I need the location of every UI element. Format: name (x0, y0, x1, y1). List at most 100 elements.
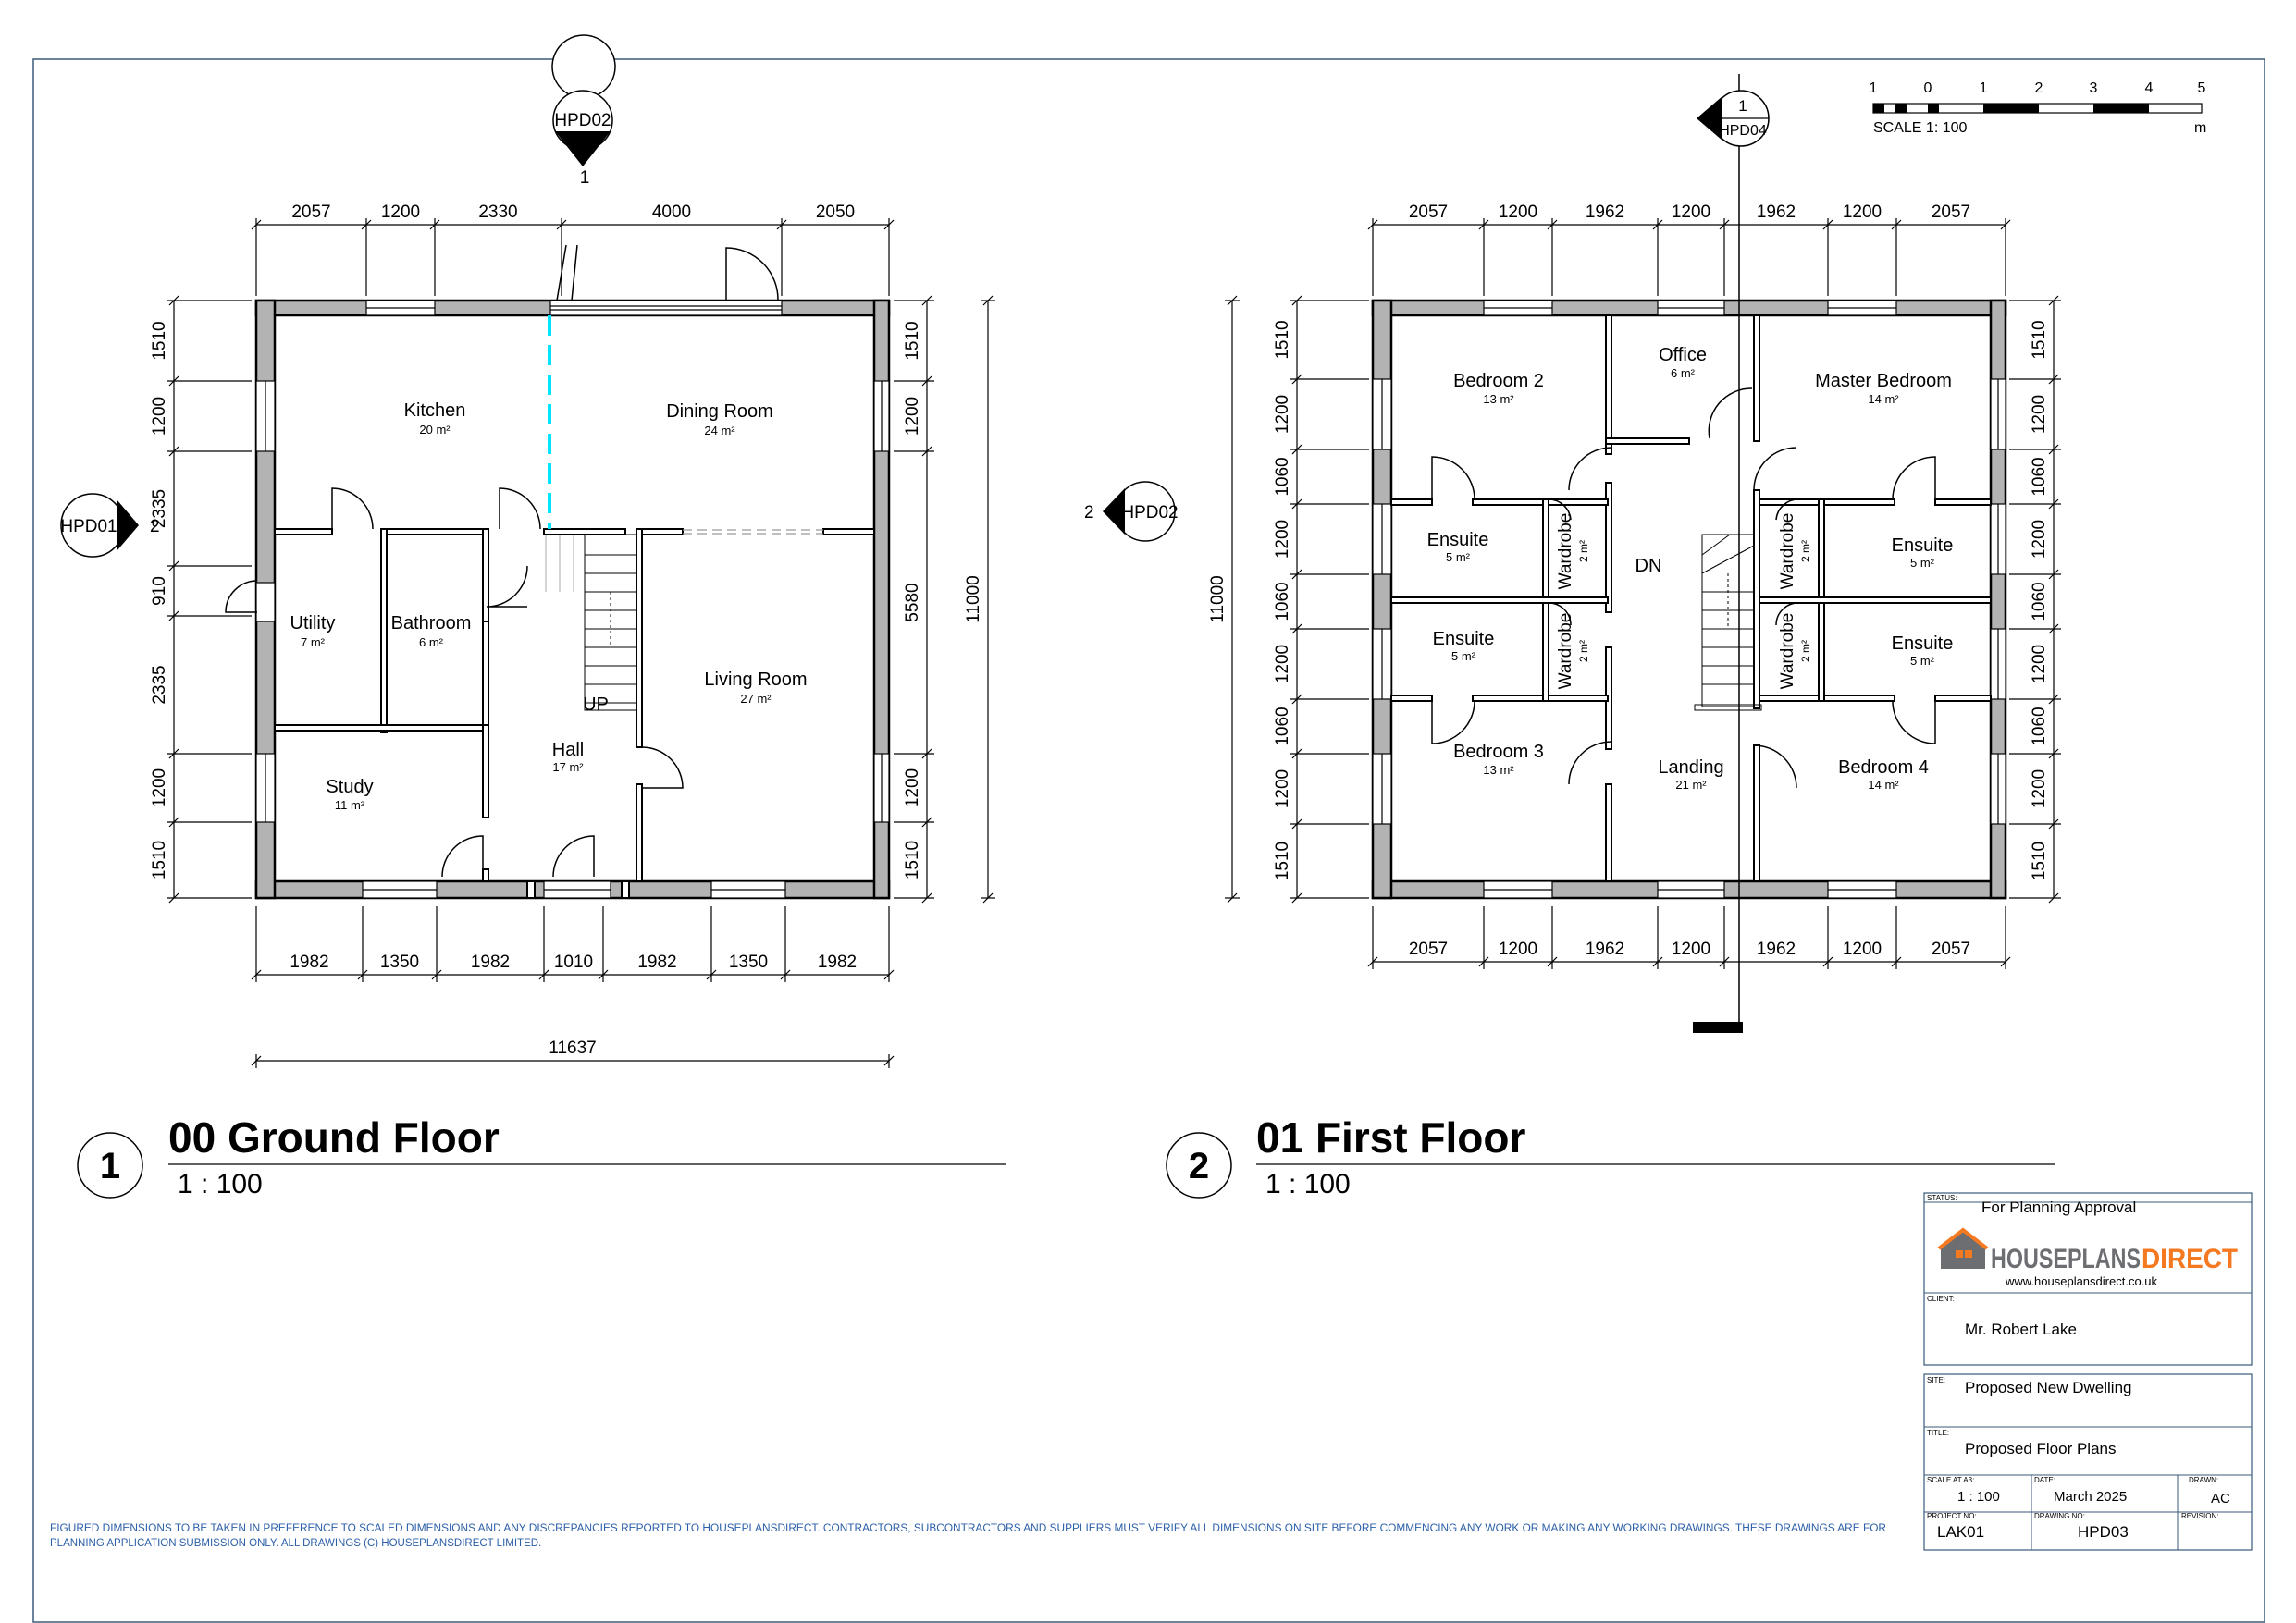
section-marker-ground-top: HPD02 1 (551, 34, 616, 188)
dim-right: 1200 (903, 397, 922, 436)
section-num: 1 (580, 168, 590, 188)
room-area: 14 m² (1868, 392, 1899, 406)
scale-label: SCALE AT A3: (1927, 1476, 1974, 1484)
ground-title: 00 Ground Floor (168, 1113, 500, 1162)
drawing-titles: 1 00 Ground Floor 1 : 100 2 01 First Flo… (77, 1113, 2055, 1199)
living-opening (683, 529, 823, 535)
project-label: PROJECT NO: (1927, 1512, 1977, 1520)
project: LAK01 (1937, 1523, 1984, 1541)
scale-tick: 2 (2035, 80, 2043, 96)
dim-right: 1060 (2030, 457, 2049, 496)
scale-tick: 1 (1980, 80, 1988, 96)
dim-right: 1060 (2030, 582, 2049, 621)
drawing-number: HPD03 (2078, 1523, 2129, 1541)
dim-bottom: 1350 (729, 953, 768, 972)
room-name: Bedroom 3 (1453, 742, 1544, 762)
room-name: Master Bedroom (1815, 371, 1952, 391)
dim-bottom: 2057 (1409, 940, 1448, 959)
room-name: Ensuite (1427, 530, 1489, 550)
wardrobe-name: Wardrobe (1556, 613, 1575, 690)
website: www.houseplansdirect.co.uk (2005, 1274, 2158, 1288)
client-label: CLIENT: (1927, 1295, 1955, 1303)
room-area: 20 m² (419, 423, 451, 436)
dim-bottom: 1200 (1843, 940, 1882, 959)
dim-bottom: 1200 (1672, 940, 1710, 959)
ground-windows (255, 300, 890, 899)
ground-scale: 1 : 100 (178, 1169, 263, 1199)
first-doors (1431, 387, 1936, 789)
dim-top: 2050 (816, 203, 855, 222)
dim-right: 1510 (2030, 842, 2049, 880)
logo-text-b: DIRECT (2142, 1244, 2238, 1274)
room-area: 6 m² (419, 635, 444, 649)
section-code: HPD02 (554, 111, 611, 130)
site-label: SITE: (1927, 1376, 1945, 1384)
dim-left: 1060 (1273, 582, 1292, 621)
room-area: 5 m² (1910, 556, 1935, 570)
client: Mr. Robert Lake (1965, 1321, 2077, 1338)
dim-left: 1200 (150, 768, 169, 807)
scale-tick: 4 (2145, 80, 2154, 96)
dim-bottom: 2057 (1932, 940, 1970, 959)
disclaimer-line-2: PLANNING APPLICATION SUBMISSION ONLY. AL… (50, 1538, 541, 1549)
room-area: 27 m² (740, 692, 772, 706)
section-marker-first-left: HPD02 2 (1084, 481, 1179, 542)
dim-left: 2335 (150, 665, 169, 704)
wardrobe-name: Wardrobe (1556, 513, 1575, 590)
dim-bottom: 1982 (290, 953, 328, 972)
dim-left: 1200 (1273, 520, 1292, 559)
dim-left: 1200 (150, 397, 169, 436)
drawn: AC (2211, 1491, 2230, 1506)
room-area: 6 m² (1671, 366, 1696, 380)
dim-right: 1510 (2030, 320, 2049, 359)
section-markers: HPD02 1 HPD01 2 1 HPD04 HPD02 2 (60, 34, 1770, 558)
dim-right: 1510 (903, 841, 922, 879)
room-name: Ensuite (1892, 535, 1954, 556)
dim-top: 1962 (1586, 203, 1624, 222)
dim-left: 1200 (1273, 769, 1292, 808)
dim-right: 1510 (903, 321, 922, 360)
room-area: 13 m² (1483, 763, 1514, 777)
title-number: 2 (1189, 1146, 1209, 1187)
disclaimer: FIGURED DIMENSIONS TO BE TAKEN IN PREFER… (50, 1523, 1886, 1549)
wardrobe-area: 2 m² (1799, 540, 1812, 562)
dim-right: 1200 (2030, 769, 2049, 808)
stair-label: DN (1636, 556, 1662, 576)
section-num: 1 (1738, 97, 1747, 115)
title-block: STATUS: For Planning Approval HOUSEPLANS… (1923, 1192, 2253, 1551)
room-name: Ensuite (1433, 629, 1495, 649)
dim-top: 1200 (1843, 203, 1882, 222)
first-scale: 1 : 100 (1265, 1169, 1351, 1199)
scale-tick: 5 (2198, 80, 2206, 96)
scale-tick: 3 (2090, 80, 2098, 96)
room-area: 5 m² (1910, 654, 1935, 668)
dim-bottom: 1010 (554, 953, 593, 972)
room-name: Bedroom 2 (1453, 371, 1544, 391)
houseplansdirect-logo: HOUSEPLANS DIRECT www.houseplansdirect.c… (1937, 1227, 2238, 1288)
dim-bottom: 1962 (1586, 940, 1624, 959)
ground-internal-walls (274, 528, 875, 899)
room-name: Ensuite (1892, 633, 1954, 654)
scale-unit: m (2194, 120, 2206, 136)
dim-bottom: 1982 (471, 953, 510, 972)
dim-bottom: 1200 (1499, 940, 1537, 959)
room-area: 13 m² (1483, 392, 1514, 406)
room-area: 14 m² (1868, 778, 1899, 792)
first-internal-walls (1390, 314, 1992, 882)
section-num: 2 (1084, 503, 1094, 523)
dim-right: 1200 (2030, 645, 2049, 683)
scale-tick: 1 (1870, 80, 1878, 96)
date-label: DATE: (2034, 1476, 2055, 1484)
first-floor-plan (1371, 74, 2007, 1033)
room-name: Landing (1658, 757, 1723, 778)
room-name: Dining Room (666, 401, 773, 422)
dim-left: 1510 (1273, 842, 1292, 880)
first-title: 01 First Floor (1256, 1113, 1525, 1162)
first-stairs (1694, 534, 1762, 711)
section-marker-ground-left: HPD01 2 (60, 493, 160, 558)
dim-overall: 11000 (964, 575, 983, 622)
dim-top: 1200 (1499, 203, 1537, 222)
dim-right: 1060 (2030, 707, 2049, 745)
dim-top: 2057 (1932, 203, 1970, 222)
